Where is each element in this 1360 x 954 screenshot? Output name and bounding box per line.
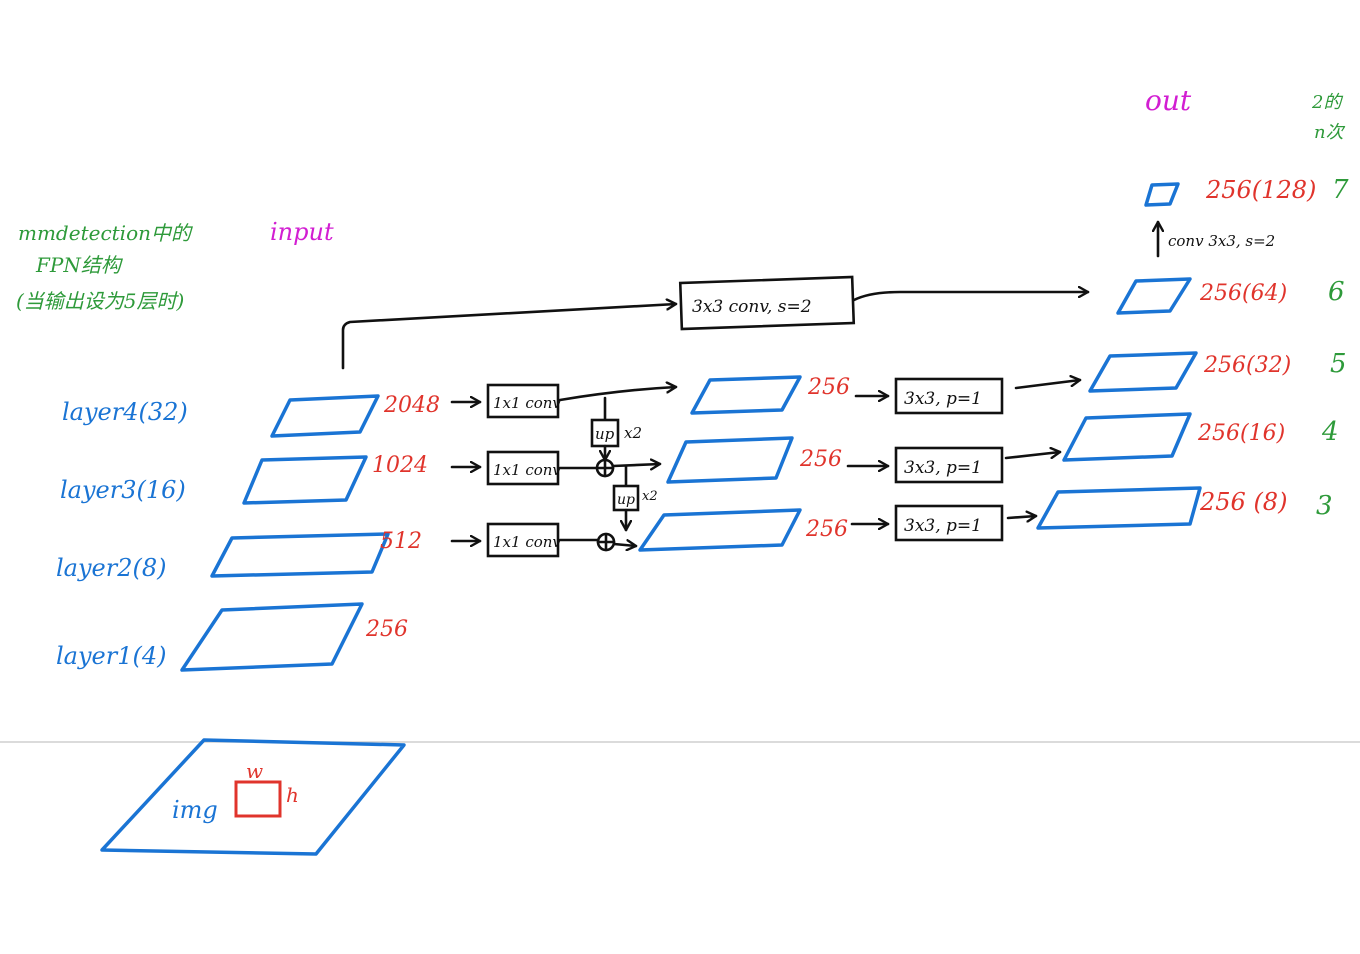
fpn-conv-bot-label: 3x3, p=1 <box>904 516 982 536</box>
out-5-channels: 256(32) <box>1203 353 1291 378</box>
layer2-label: layer2(8) <box>56 554 166 582</box>
lateral-conv-4-box <box>486 383 560 419</box>
merged-plane-2 <box>638 508 802 552</box>
fpn-conv-bot-box <box>894 504 1004 542</box>
title-line-3: (当输出设为5层时) <box>16 289 184 313</box>
merged-3-channels: 256 <box>799 447 842 472</box>
merged-4-channels: 256 <box>807 375 850 400</box>
layer1-channels: 256 <box>365 617 408 642</box>
out-4-level: 4 <box>1321 417 1339 447</box>
upsample-factor-1: x2 <box>624 424 642 442</box>
lateral-conv-2-box <box>486 522 560 558</box>
merged-plane-3 <box>666 436 794 484</box>
out-plane-4 <box>1062 412 1192 462</box>
image-plane <box>100 738 406 856</box>
out-7-level: 7 <box>1332 175 1349 205</box>
layer4-label: layer4(32) <box>62 398 188 426</box>
stride-header-line-2: n次 <box>1314 122 1346 143</box>
upsample-factor-2: x2 <box>642 489 658 504</box>
layer1-plane <box>180 602 364 672</box>
arrow-to-out-3 <box>1006 516 1038 518</box>
image-label: img <box>172 796 218 824</box>
layer3-plane <box>242 455 368 505</box>
out-3-channels: 256 (8) <box>1199 488 1287 516</box>
anchor-box <box>234 780 282 818</box>
title-line-1: mmdetection中的 <box>18 221 193 245</box>
fpn-conv-mid-label: 3x3, p=1 <box>904 458 982 478</box>
extra-conv-top-label: conv 3x3, s=2 <box>1168 232 1275 250</box>
out-4-channels: 256(16) <box>1197 421 1285 446</box>
layer2-plane <box>210 532 390 578</box>
lateral-conv-3-label: 1x1 conv <box>493 461 561 479</box>
arrow-add-1-out <box>611 464 662 466</box>
upsample-label-1: up <box>595 425 615 443</box>
stride-header-line-1: 2的 <box>1311 92 1343 113</box>
out-plane-5 <box>1088 351 1198 393</box>
lateral-conv-2-label: 1x1 conv <box>493 533 561 551</box>
title-block: mmdetection中的 FPN结构 (当输出设为5层时) <box>16 221 193 313</box>
fpn-conv-top-label: 3x3, p=1 <box>904 389 982 409</box>
out-plane-7 <box>1144 182 1180 207</box>
arrow-add-2-out <box>612 544 638 546</box>
arrow-to-out-4 <box>1004 452 1062 460</box>
arrow-to-out-5 <box>1014 380 1082 390</box>
title-line-2: FPN结构 <box>35 253 124 277</box>
arrow-lateral-4-out <box>558 387 678 402</box>
upsample-label-2: up <box>617 492 635 508</box>
out-6-channels: 256(64) <box>1199 281 1287 306</box>
layer2-channels: 512 <box>380 529 422 554</box>
layer3-channels: 1024 <box>372 453 428 478</box>
out-7-channels: 256(128) <box>1205 176 1316 204</box>
out-plane-6 <box>1116 277 1192 315</box>
extra-path-arrow <box>341 304 678 370</box>
out-6-level: 6 <box>1328 277 1345 307</box>
anchor-h-label: h <box>286 783 299 807</box>
fpn-conv-mid-box <box>894 446 1004 484</box>
out-label: out <box>1145 84 1192 117</box>
input-label: input <box>270 218 334 246</box>
out-plane-3 <box>1036 486 1202 530</box>
out-5-level: 5 <box>1330 349 1347 379</box>
upsample-box-1 <box>590 418 620 448</box>
layer1-label: layer1(4) <box>56 642 166 670</box>
layer3-label: layer3(16) <box>60 476 186 504</box>
lateral-conv-4-label: 1x1 conv <box>493 394 561 412</box>
layer4-plane <box>270 394 380 438</box>
extra-conv-out-arrow <box>852 292 1090 302</box>
merged-plane-4 <box>690 375 802 415</box>
lateral-conv-3-box <box>486 450 560 486</box>
upsample-box-2 <box>612 484 640 512</box>
merged-2-channels: 256 <box>805 517 848 542</box>
layer4-channels: 2048 <box>383 393 440 418</box>
extra-conv-label: 3x3 conv, s=2 <box>692 297 812 317</box>
anchor-w-label: w <box>246 759 263 783</box>
fpn-conv-top-box <box>894 377 1004 415</box>
out-3-level: 3 <box>1316 491 1333 521</box>
